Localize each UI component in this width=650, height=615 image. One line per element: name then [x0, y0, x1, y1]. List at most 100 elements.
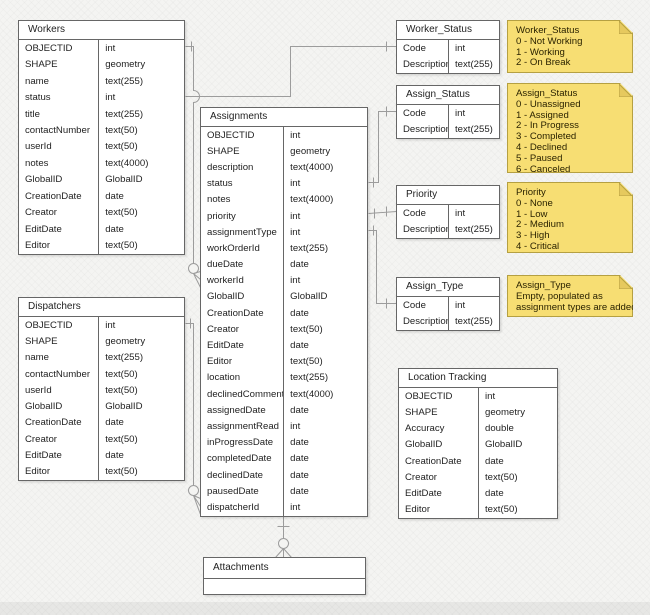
field-row: userId text(50) [19, 138, 184, 156]
field-name: Editor [207, 356, 233, 368]
field-row: OBJECTID int [19, 40, 184, 57]
field-name: CreationDate [25, 190, 82, 202]
field-name: Description [403, 224, 448, 236]
field-row: title text(255) [19, 105, 184, 123]
field-row: notes text(4000) [19, 155, 184, 172]
field-row: SHAPE geometry [19, 56, 184, 73]
field-row: Description text(255) [397, 121, 499, 138]
field-name: workOrderId [207, 242, 260, 254]
field-type: text(50) [98, 382, 184, 399]
field-type: int [283, 499, 367, 516]
connector-assignments-attachments[interactable] [275, 514, 292, 558]
field-name: Description [403, 59, 448, 71]
connector-assignments-assign-status[interactable] [368, 106, 397, 188]
field-row: Code int [397, 105, 499, 122]
field-type: text(50) [98, 204, 184, 221]
field-type: text(255) [448, 221, 499, 238]
entity-field-list: OBJECTID int SHAPE geometry description … [201, 127, 367, 516]
entity-assign-status[interactable]: Assign_Status Code int Description text(… [396, 85, 500, 139]
field-name: assignmentType [207, 226, 277, 238]
field-row: name text(255) [19, 349, 184, 366]
field-row: Creator text(50) [399, 469, 557, 486]
field-name: Description [403, 124, 448, 136]
field-type: text(4000) [283, 386, 367, 403]
note-title: Assign_Status [516, 88, 578, 99]
field-type: geometry [98, 56, 184, 73]
field-name: Accuracy [405, 423, 445, 435]
field-row: CreationDate date [19, 414, 184, 432]
field-name: userId [25, 141, 52, 153]
field-name: status [25, 92, 51, 104]
entity-title: Location Tracking [399, 369, 557, 388]
entity-field-list: OBJECTID int SHAPE geometry name text(25… [19, 40, 184, 254]
field-row: SHAPE geometry [19, 333, 184, 350]
field-type: text(50) [98, 138, 184, 156]
entity-field-list: Code int Description text(255) [397, 205, 499, 238]
entity-title: Assignments [201, 108, 367, 127]
field-name: title [25, 108, 40, 120]
field-row: dueDate date [201, 256, 367, 273]
field-name: Creator [25, 433, 57, 445]
field-name: Editor [405, 504, 431, 516]
connector-path [368, 230, 397, 304]
field-row: CreationDate date [201, 305, 367, 322]
connector-dispatchers-assignments-dispatcherid[interactable] [185, 318, 201, 515]
entity-title: Priority [397, 186, 499, 205]
entity-dispatchers[interactable]: Dispatchers OBJECTID int SHAPE geometry … [18, 297, 185, 481]
field-row: pausedDate date [201, 483, 367, 500]
field-type: geometry [478, 404, 557, 421]
field-name: location [207, 372, 241, 384]
field-name: CreationDate [207, 307, 264, 319]
field-type: geometry [98, 333, 184, 350]
field-row: dispatcherId int [201, 499, 367, 516]
field-type: text(4000) [98, 155, 184, 172]
note-line: Empty, populated as [516, 290, 603, 302]
field-row: CreationDate date [19, 188, 184, 205]
entity-field-list: Code int Description text(255) [397, 105, 499, 138]
field-row: declinedDate date [201, 466, 367, 484]
note-line: 3 - Completed [516, 131, 577, 143]
note-line: 0 - None [516, 197, 553, 209]
entity-title: Assign_Type [397, 278, 499, 297]
field-row: Description text(255) [397, 313, 499, 330]
field-name: contactNumber [25, 368, 91, 380]
entity-workers[interactable]: Workers OBJECTID int SHAPE geometry name… [18, 20, 185, 255]
note-title: Priority [516, 187, 546, 198]
field-type: date [283, 483, 367, 500]
entity-worker-status[interactable]: Worker_Status Code int Description text(… [396, 20, 500, 74]
field-name: OBJECTID [25, 42, 73, 54]
field-row: GlobalID GlobalID [19, 171, 184, 189]
field-name: Description [403, 316, 448, 328]
field-row: inProgressDate date [201, 434, 367, 451]
field-name: SHAPE [25, 335, 58, 347]
attachments-empty-row [204, 579, 365, 594]
field-name: SHAPE [405, 406, 438, 418]
field-name: workerId [207, 275, 244, 287]
field-name: contactNumber [25, 124, 91, 136]
entity-assign-type[interactable]: Assign_Type Code int Description text(25… [396, 277, 500, 331]
connector-assignments-assign-type[interactable] [368, 225, 397, 309]
field-row: Creator text(50) [201, 321, 367, 338]
field-name: assignedDate [207, 404, 266, 416]
field-name: OBJECTID [405, 390, 453, 402]
entity-location-tracking[interactable]: Location Tracking OBJECTID int SHAPE geo… [398, 368, 558, 519]
entity-assignments[interactable]: Assignments OBJECTID int SHAPE geometry … [200, 107, 368, 517]
connector-assignments-priority[interactable] [368, 206, 397, 219]
field-type: text(255) [283, 369, 367, 386]
connector-workers-worker-status[interactable] [185, 41, 397, 97]
field-type: int [283, 272, 367, 289]
connector-workers-assignments-workerid[interactable] [185, 41, 201, 288]
field-row: EditDate date [201, 337, 367, 354]
entity-attachments[interactable]: Attachments [203, 557, 366, 595]
field-type: date [98, 414, 184, 432]
field-type: int [98, 317, 184, 334]
entity-priority[interactable]: Priority Code int Description text(255) [396, 185, 500, 239]
folded-corner-icon [619, 21, 632, 34]
folded-corner-icon [619, 183, 632, 196]
field-row: SHAPE geometry [399, 404, 557, 421]
